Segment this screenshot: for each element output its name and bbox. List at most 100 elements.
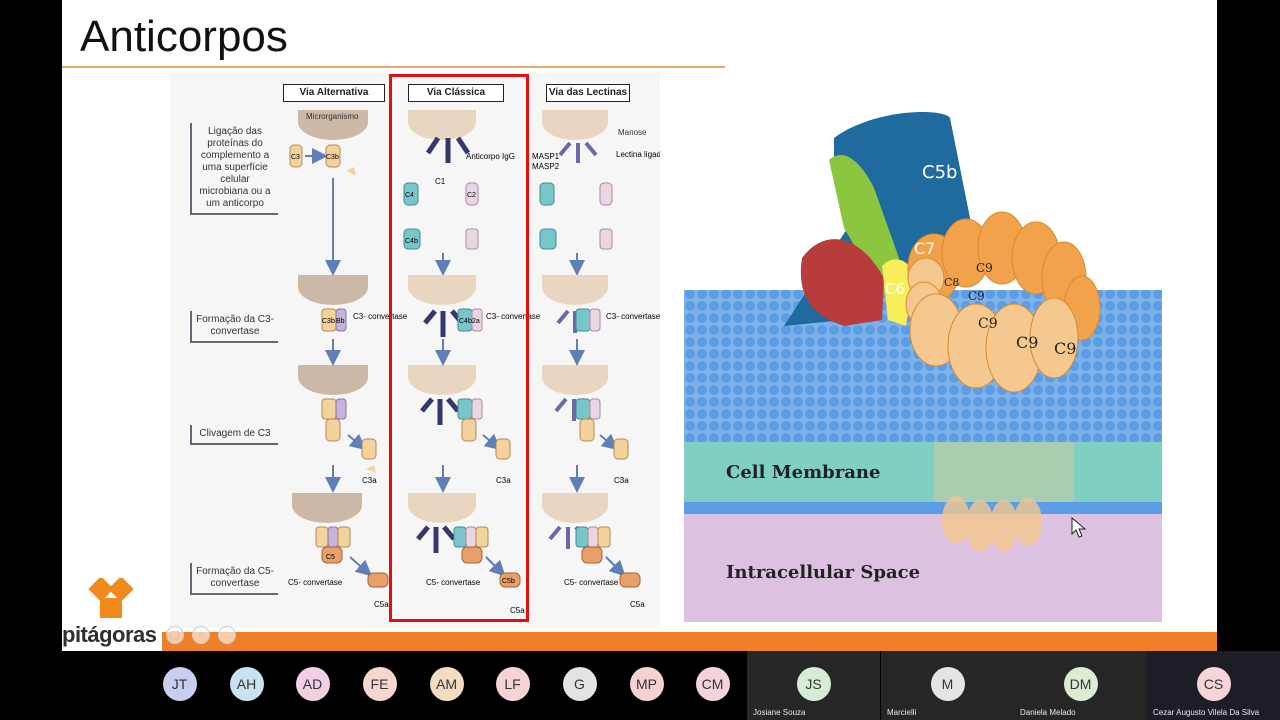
label-bb-r2: Bb <box>336 318 345 325</box>
slide-tool-more-icon[interactable]: … <box>218 626 236 644</box>
label-c5a-alt: C5a <box>374 600 389 609</box>
participant-strip: JT AH AD FE AM LF G MP CM JS Josiane Sou… <box>0 651 1280 720</box>
participant-tile-cezar[interactable]: CS Cezar Augusto Vilela Da Silva <box>1147 651 1280 720</box>
label-c2a-r2: 2a <box>472 318 480 325</box>
label-c9-3: C9 <box>978 316 998 332</box>
participant-tile[interactable]: AD <box>246 651 379 720</box>
avatar: LF <box>495 667 530 701</box>
label-c3a-classic: C3a <box>496 476 511 485</box>
participant-tile[interactable]: JT <box>113 651 246 720</box>
label-c5b-classic: C5b <box>502 578 515 585</box>
slide-title: Anticorpos <box>80 12 288 61</box>
participant-tile[interactable]: CM <box>646 651 779 720</box>
c9-ring <box>907 211 1101 341</box>
participant-name: Cezar Augusto Vilela Da Silva <box>1153 708 1260 717</box>
participant-tile[interactable]: AM <box>380 651 513 720</box>
label-masp1: MASP1 <box>532 152 560 161</box>
avatar: JS <box>796 667 831 701</box>
label-c2: C2 <box>467 192 476 199</box>
participant-tile[interactable]: LF <box>446 651 579 720</box>
participant-name: Daniela Melado <box>1020 708 1076 717</box>
avatar: AH <box>229 667 264 701</box>
label-c9-2: C9 <box>968 289 985 303</box>
label-c1: C1 <box>435 177 446 186</box>
membrane-lectin-1 <box>542 110 608 140</box>
title-divider <box>62 66 725 68</box>
participant-name: Marcielli <box>887 708 917 717</box>
label-c7: C7 <box>914 239 935 258</box>
label-anticorpo-igg: Anticorpo IgG <box>466 152 515 161</box>
label-c3-alt: C3 <box>291 154 300 161</box>
shared-slide: Anticorpos Via Alternativa Via Clássica … <box>62 0 1217 651</box>
slide-footer-bar <box>162 632 1217 651</box>
label-masp2: MASP2 <box>532 162 560 171</box>
label-c5-convertase-classic: C5- convertase <box>426 578 481 587</box>
pitagoras-logo-icon <box>88 578 134 618</box>
c7-shape <box>829 155 899 296</box>
label-c3-convertase-alt: C3- convertase <box>353 312 408 321</box>
label-c5-convertase-lectin: C5- convertase <box>564 578 619 587</box>
membrane-attack-complex-figure: C5b C7 C6 C8 C9 C9 C9 C9 C9 Cell Membran… <box>684 112 1162 622</box>
header-classic: Via Clássica <box>408 84 504 102</box>
label-c3b-r2: C3b <box>322 318 335 325</box>
avatar: JT <box>162 667 197 701</box>
label-manose: Manose <box>618 128 647 137</box>
stage-label-c3-convertase: Formação da C3-convertase <box>190 311 278 343</box>
participant-tile[interactable]: FE <box>313 651 446 720</box>
label-intracellular-space: Intracellular Space <box>726 562 920 583</box>
label-c4: C4 <box>405 192 414 199</box>
label-c5a-classic: C5a <box>510 606 525 615</box>
mouse-cursor-icon <box>1071 516 1087 538</box>
label-cell-membrane: Cell Membrane <box>726 462 880 483</box>
stage-label-c3-cleavage: Clivagem de C3 <box>190 425 278 445</box>
label-c3-convertase-lectin: C3- convertase <box>606 312 660 321</box>
stage-label-c5-convertase: Formação da C5-convertase <box>190 563 278 595</box>
slide-tools: ▢ ⌕ … <box>166 626 236 644</box>
membrane-alt-1 <box>298 110 368 140</box>
label-c3-convertase-classic: C3- convertase <box>486 312 541 321</box>
participant-tile[interactable]: G <box>513 651 646 720</box>
label-c5b: C5b <box>922 162 957 183</box>
slide-tool-zoom-icon[interactable]: ⌕ <box>192 626 210 644</box>
participant-name: Josiane Souza <box>753 708 806 717</box>
label-c5-convertase-alt: C5- convertase <box>288 578 343 587</box>
label-c3a-lectin: C3a <box>614 476 629 485</box>
label-c9-4: C9 <box>1016 333 1038 352</box>
avatar: AM <box>429 667 464 701</box>
label-c3b-alt: C3b <box>326 154 339 161</box>
avatar: DM <box>1063 667 1098 701</box>
label-c3a-alt: C3a <box>362 476 377 485</box>
header-alternative: Via Alternativa <box>283 84 385 102</box>
avatar: AD <box>295 667 330 701</box>
avatar: CM <box>695 667 730 701</box>
c6-shape <box>800 239 884 326</box>
participant-tile-marcielli[interactable]: M Marcielli <box>881 651 1014 720</box>
label-c9-1: C9 <box>976 261 993 275</box>
slide-tool-fit-icon[interactable]: ▢ <box>166 626 184 644</box>
avatar: M <box>930 667 965 701</box>
participant-tile-daniela[interactable]: DM Daniela Melado <box>1014 651 1147 720</box>
stage-label-binding: Ligação das proteínas do complemento a u… <box>190 123 278 215</box>
complement-pathways-figure: Via Alternativa Via Clássica Via das Lec… <box>170 73 660 628</box>
participant-tile-josiane[interactable]: JS Josiane Souza <box>747 651 880 720</box>
label-c5-alt: C5 <box>326 554 335 561</box>
participant-tile[interactable]: MP <box>580 651 713 720</box>
avatar: CS <box>1196 667 1231 701</box>
label-c4b-r2: C4b <box>459 318 472 325</box>
label-c5a-lectin: C5a <box>630 600 645 609</box>
label-c8: C8 <box>944 276 959 289</box>
label-c9-5: C9 <box>1054 339 1076 358</box>
highlight-classic-pathway <box>389 74 529 622</box>
avatar: MP <box>629 667 664 701</box>
participant-tile[interactable]: AH <box>180 651 313 720</box>
header-lectin: Via das Lectinas <box>546 84 630 102</box>
avatar: G <box>562 667 597 701</box>
label-c6: C6 <box>885 280 905 298</box>
membrane-classic-1 <box>408 110 476 140</box>
label-c4b: C4b <box>405 238 418 245</box>
logo-text: pitágoras <box>62 622 157 647</box>
label-lectina: Lectina ligadora de manose <box>616 150 660 159</box>
label-microrganismo: Microrganismo <box>306 112 359 121</box>
pathways-diagram: Microrganismo Manose C3 C3b Anticorpo Ig… <box>288 110 660 615</box>
